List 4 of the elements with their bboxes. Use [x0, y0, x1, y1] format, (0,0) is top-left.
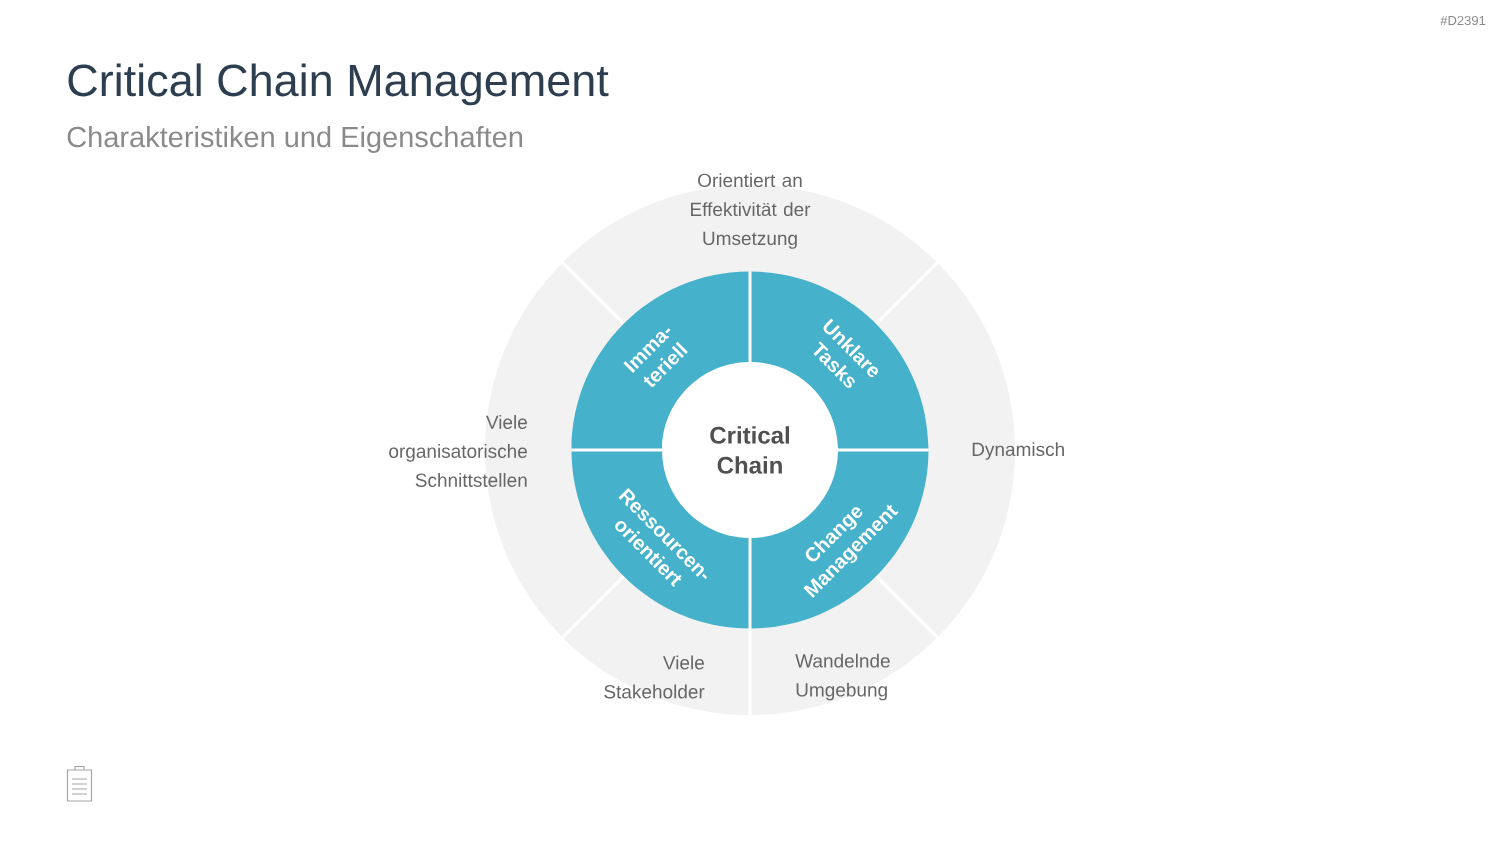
subtitle: Charakteristiken und Eigenschaften	[67, 126, 523, 153]
slide-title: Critical Chain Management	[68, 63, 609, 106]
node-label: Orientiert an	[698, 173, 802, 188]
slide-id: #D2391	[1440, 15, 1486, 26]
